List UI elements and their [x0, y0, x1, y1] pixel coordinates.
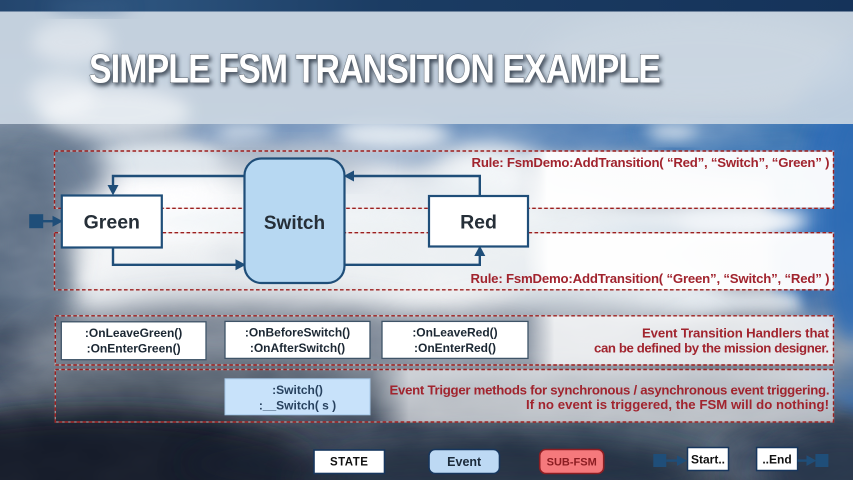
svg-text:Event Transition Handlers that: Event Transition Handlers that	[642, 325, 830, 340]
svg-text:SIMPLE FSM TRANSITION EXAMPLE: SIMPLE FSM TRANSITION EXAMPLE	[89, 46, 660, 92]
svg-text:Start..: Start..	[691, 453, 725, 467]
svg-text:If no event is triggered, the: If no event is triggered, the FSM will d…	[526, 397, 829, 412]
svg-text:Green: Green	[84, 212, 140, 234]
svg-text::OnLeaveGreen(): :OnLeaveGreen()	[85, 326, 182, 340]
svg-text::__Switch( s ): :__Switch( s )	[259, 399, 336, 413]
svg-text:Red: Red	[460, 212, 497, 234]
svg-text:..End: ..End	[762, 453, 791, 467]
svg-text:STATE: STATE	[330, 457, 369, 469]
svg-text::OnBeforeSwitch(): :OnBeforeSwitch()	[245, 326, 350, 340]
svg-text::OnLeaveRed(): :OnLeaveRed()	[412, 326, 497, 340]
svg-text:Event Trigger methods for sync: Event Trigger methods for synchronous / …	[390, 382, 830, 397]
svg-text:can be defined by the mission: can be defined by the mission designer.	[594, 341, 829, 356]
svg-text:Rule: FsmDemo:AddTransition(: Rule: FsmDemo:AddTransition( “Red”, “Swi…	[472, 155, 830, 170]
svg-text::OnEnterGreen(): :OnEnterGreen()	[87, 342, 181, 356]
svg-text::OnEnterRed(): :OnEnterRed()	[414, 341, 496, 355]
svg-text:SUB-FSM: SUB-FSM	[547, 457, 597, 469]
svg-text::Switch(): :Switch()	[272, 383, 323, 397]
svg-text::OnAfterSwitch(): :OnAfterSwitch()	[250, 341, 345, 355]
svg-text:Event: Event	[447, 455, 482, 469]
svg-text:Rule: FsmDemo:AddTransition(: Rule: FsmDemo:AddTransition( “Green”, “S…	[471, 271, 830, 286]
svg-text:Switch: Switch	[264, 213, 325, 234]
